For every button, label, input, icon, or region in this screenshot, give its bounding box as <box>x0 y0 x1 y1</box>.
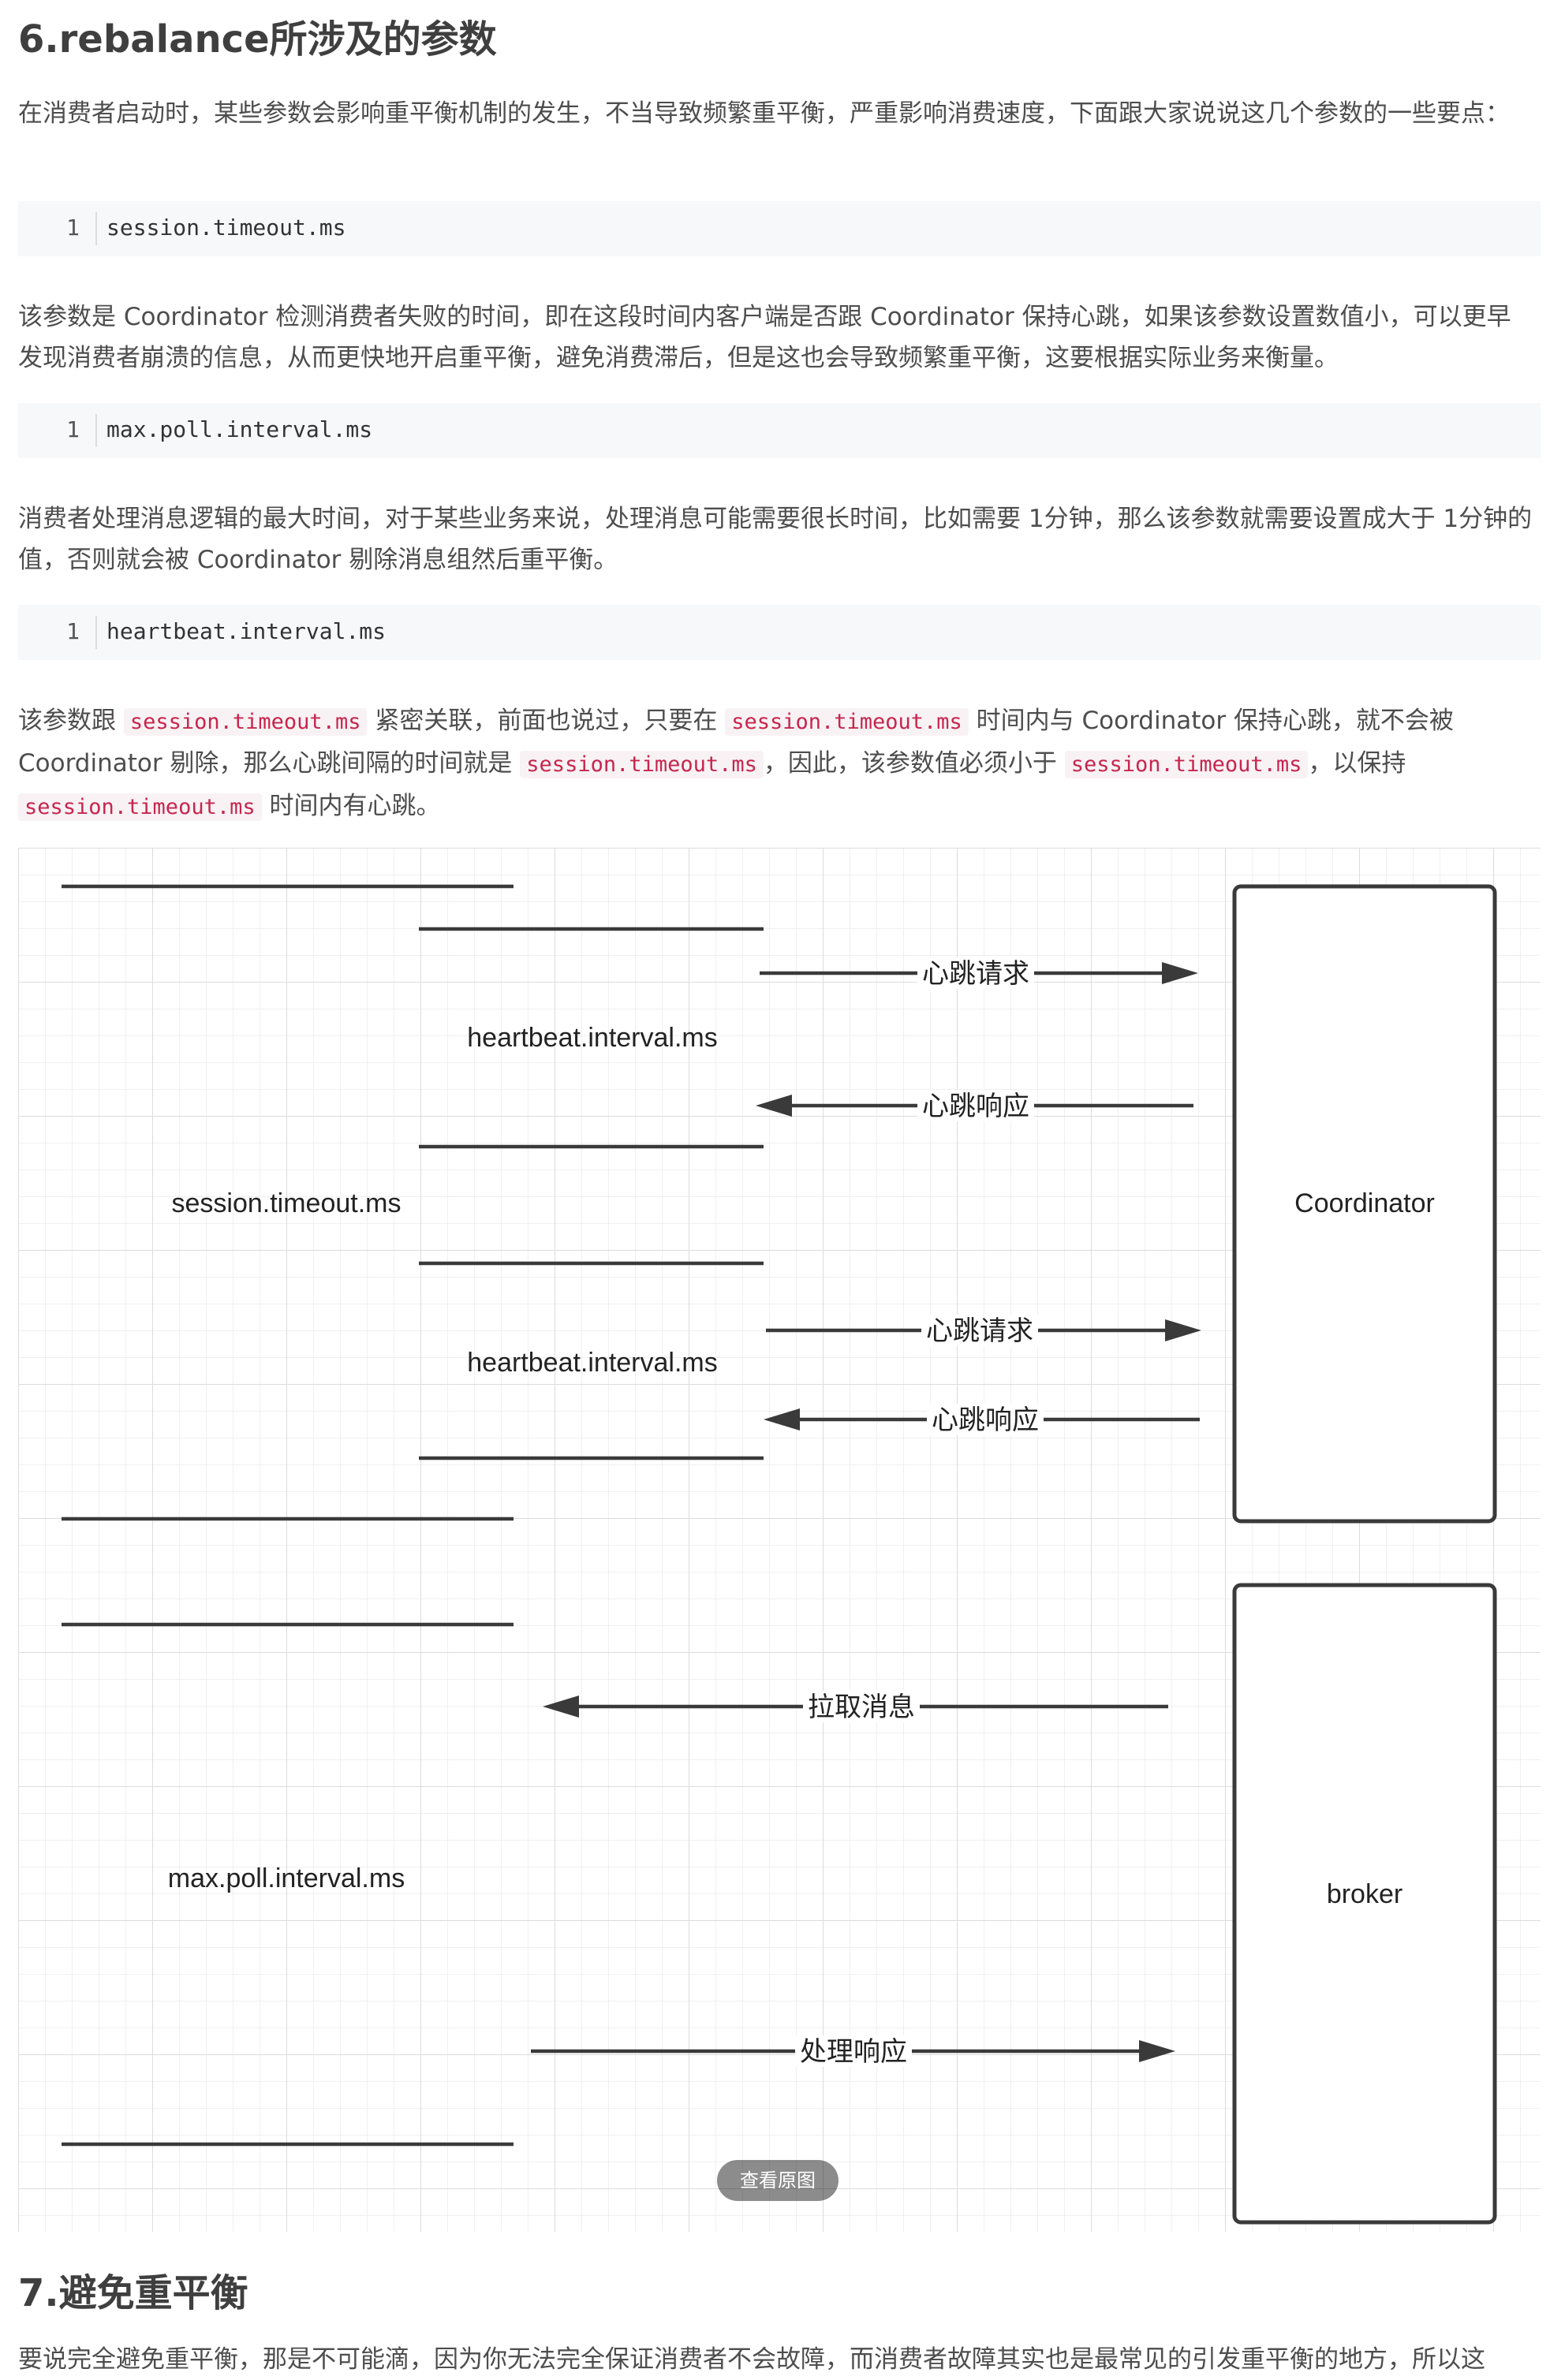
max-poll-interval-label: max.poll.interval.ms <box>168 1863 405 1893</box>
heartbeat-response-label: 心跳响应 <box>922 1091 1029 1121</box>
broker-label: broker <box>1327 1879 1402 1909</box>
code-line: heartbeat.interval.ms <box>106 618 387 644</box>
heartbeat-paragraph: 该参数跟 session.timeout.ms 紧密关联，前面也说过，只要在 s… <box>18 700 1533 828</box>
heartbeat-interval-label: heartbeat.interval.ms <box>467 1023 718 1053</box>
intro-paragraph: 在消费者启动时，某些参数会影响重平衡机制的发生，不当导致频繁重平衡，严重影响消费… <box>18 99 1510 128</box>
section-heading-6: 6.rebalance所涉及的参数 <box>18 17 497 62</box>
text-run: ，以保持 <box>1308 749 1406 778</box>
text-run: 紧密关联，前面也说过，只要在 <box>367 707 726 735</box>
session-timeout-label: session.timeout.ms <box>172 1188 402 1218</box>
inline-code: session.timeout.ms <box>1064 751 1309 778</box>
max-poll-paragraph: 消费者处理消息逻辑的最大时间，对于某些业务来说，处理消息可能需要很长时间，比如需… <box>18 505 1533 574</box>
arrow-head <box>764 1408 800 1431</box>
line-number: 1 <box>66 214 80 241</box>
avoid-rebalance-paragraph: 要说完全避免重平衡，那是不可能滴，因为你无法完全保证消费者不会故障，而消费者故障… <box>18 2345 1485 2374</box>
line-number: 1 <box>66 416 80 442</box>
arrow-head <box>1162 962 1198 984</box>
code-block-max-poll-interval: 1 max.poll.interval.ms <box>18 403 1541 458</box>
section-heading-7: 7.避免重平衡 <box>18 2271 248 2315</box>
heartbeat-interval-label: heartbeat.interval.ms <box>467 1348 718 1378</box>
inline-code: session.timeout.ms <box>725 708 969 736</box>
inline-code: session.timeout.ms <box>18 793 262 821</box>
pull-messages-label: 拉取消息 <box>808 1692 915 1722</box>
arrow-head <box>1139 2040 1175 2062</box>
code-block-heartbeat-interval: 1 heartbeat.interval.ms <box>18 605 1541 660</box>
coordinator-label: Coordinator <box>1294 1188 1435 1218</box>
text-run: 时间内有心跳。 <box>261 792 441 820</box>
code-line: max.poll.interval.ms <box>106 416 373 442</box>
gutter-divider <box>95 616 97 649</box>
line-number: 1 <box>66 618 80 644</box>
rebalance-timing-diagram[interactable]: 心跳请求 心跳响应 心跳请求 心跳响应 拉取消息 处理响应 heartbeat.… <box>18 848 1541 2232</box>
heartbeat-response-label: 心跳响应 <box>932 1405 1039 1435</box>
coordinator-box <box>1232 884 1497 1524</box>
gutter-divider <box>95 212 97 245</box>
arrow-head <box>1165 1319 1201 1341</box>
heartbeat-request-label: 心跳请求 <box>922 959 1029 989</box>
inline-code: session.timeout.ms <box>520 751 764 778</box>
text-run: 时间内与 Coordinator 保持心跳，就不会被 Coordinator 剔… <box>18 707 1454 778</box>
process-response-label: 处理响应 <box>800 2037 907 2067</box>
heartbeat-request-label: 心跳请求 <box>926 1316 1033 1346</box>
text-run: 该参数跟 <box>18 707 124 735</box>
view-original-button[interactable]: 查看原图 <box>717 2160 838 2201</box>
text-run: ，因此，该参数值必须小于 <box>763 749 1065 778</box>
broker-box <box>1232 1583 1497 2225</box>
code-block-session-timeout: 1 session.timeout.ms <box>18 201 1541 256</box>
code-line: session.timeout.ms <box>106 214 346 241</box>
arrow-head <box>756 1095 792 1117</box>
session-timeout-paragraph: 该参数是 Coordinator 检测消费者失败的时间，即在这段时间内客户端是否… <box>18 303 1511 372</box>
arrow-head <box>543 1695 579 1718</box>
gutter-divider <box>95 414 97 447</box>
inline-code: session.timeout.ms <box>123 708 368 736</box>
